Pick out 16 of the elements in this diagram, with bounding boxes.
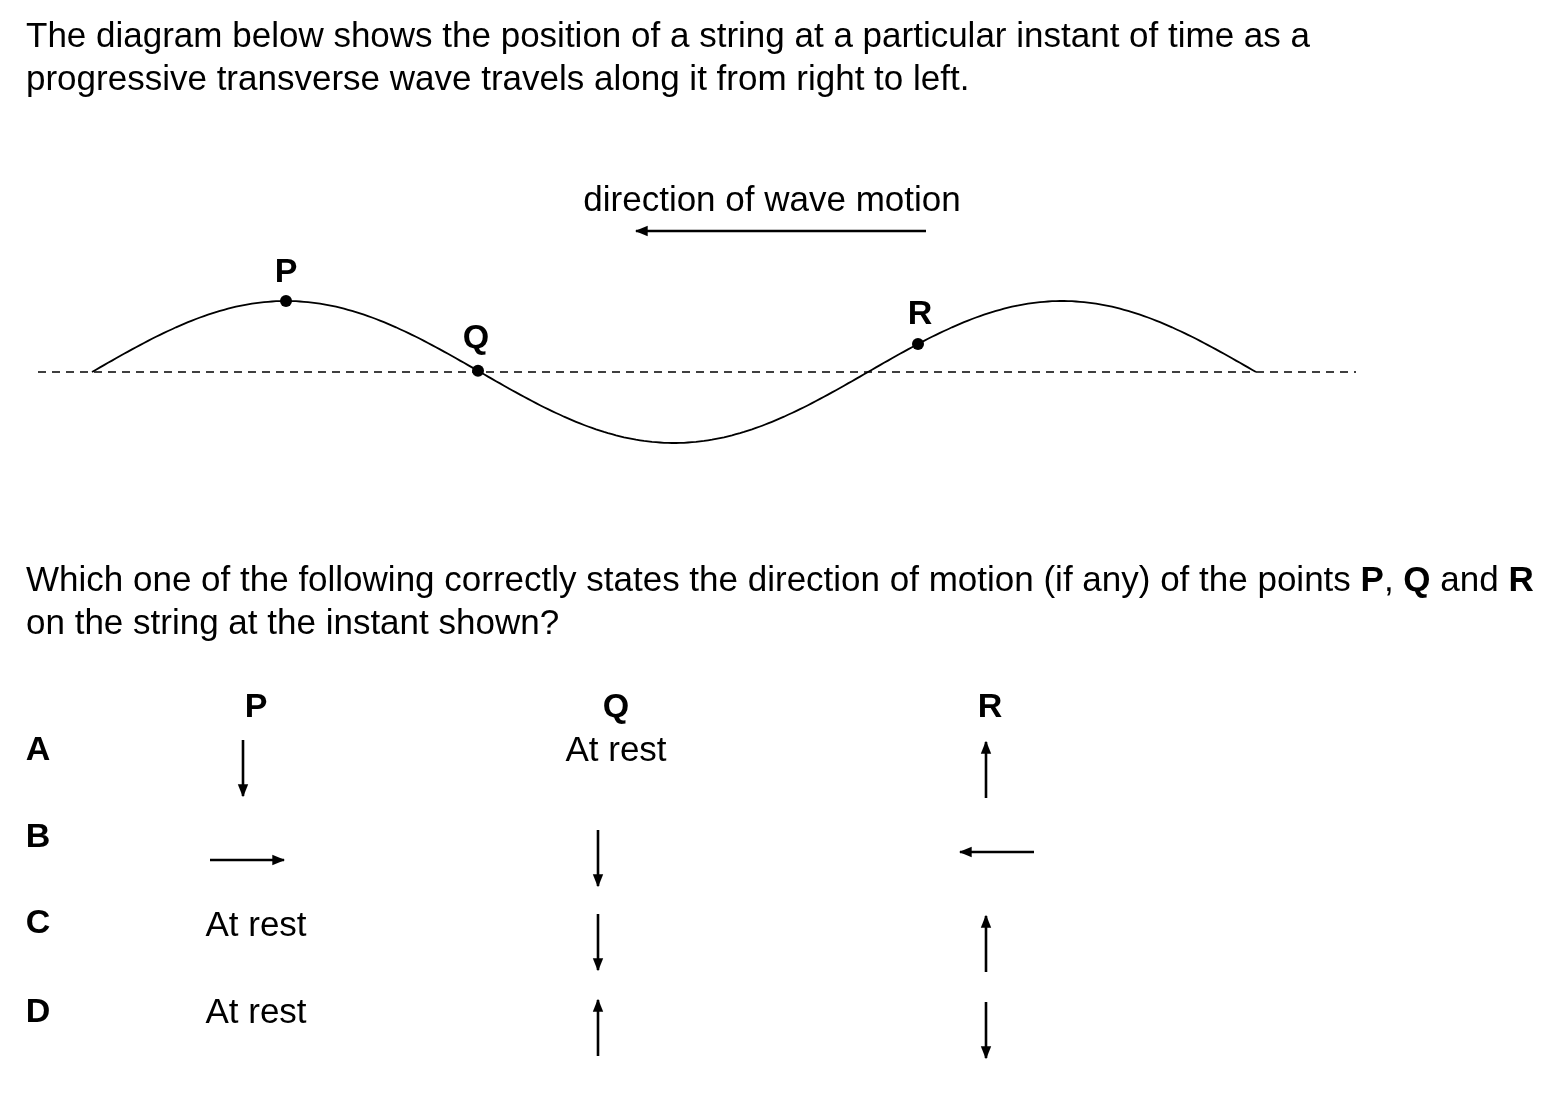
column-header: P xyxy=(244,688,268,722)
point-label: Q xyxy=(462,319,490,353)
option-letter: C xyxy=(25,904,51,938)
option-letter: D xyxy=(25,993,51,1027)
caption: direction of wave motion xyxy=(583,180,961,216)
option-letter: B xyxy=(25,818,51,852)
question-text: Which one of the following correctly states the direction of motion (if any) of the points P, Q and R on the string at the instant shown? xyxy=(26,558,1535,643)
option-letter: A xyxy=(25,731,51,765)
question-text: The diagram below shows the position of a string at a particular instant of time as a progressive transverse wave travels along it from right to left. xyxy=(26,14,1311,99)
column-header: Q xyxy=(602,688,630,722)
point-label: R xyxy=(907,295,933,329)
answer-text: At rest xyxy=(565,730,667,766)
point-label: P xyxy=(274,253,298,287)
answer-text: At rest xyxy=(205,992,307,1028)
column-header: R xyxy=(977,688,1003,722)
answer-text: At rest xyxy=(205,905,307,941)
